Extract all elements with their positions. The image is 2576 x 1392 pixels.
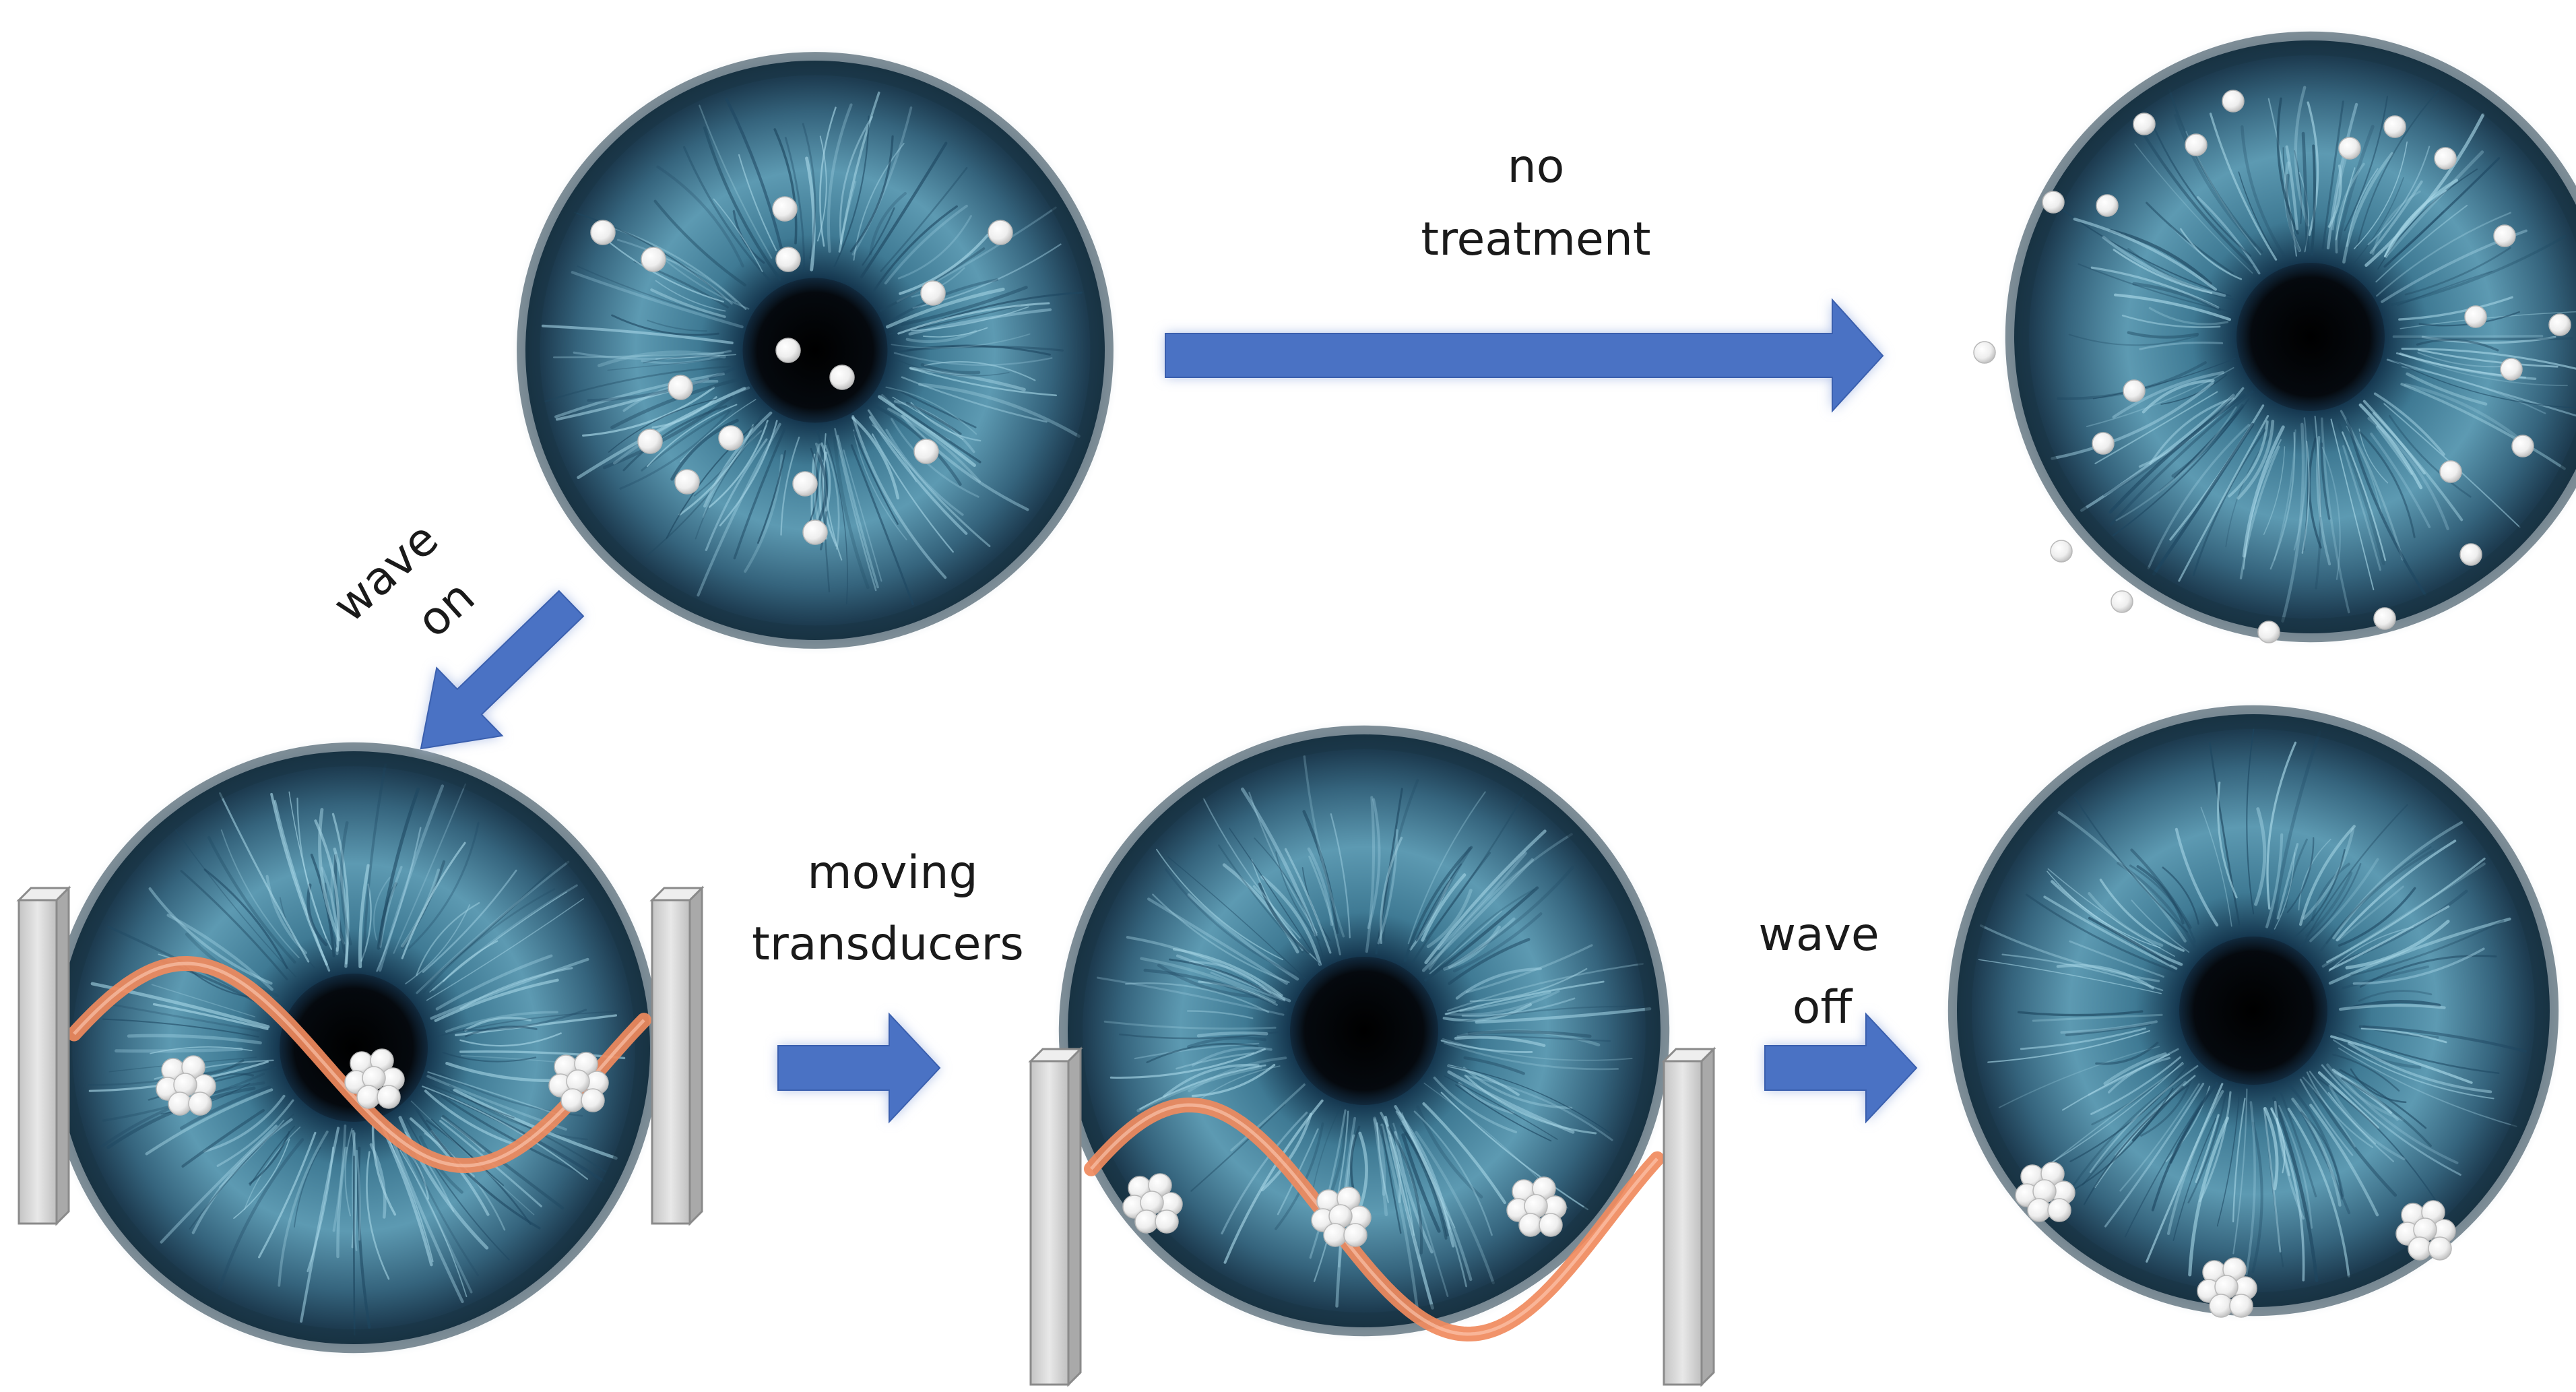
particle-icon	[2408, 1236, 2432, 1261]
particle-icon	[920, 280, 946, 306]
particle-icon	[2434, 147, 2457, 170]
particle-icon	[2511, 435, 2534, 457]
particle-icon	[2500, 358, 2523, 381]
eye-initial	[511, 46, 1120, 655]
iris-fibers	[541, 91, 1083, 606]
particle-icon	[168, 1092, 192, 1116]
particle-icon	[2439, 460, 2462, 483]
particle-icon	[2428, 1236, 2452, 1261]
label-wave-on-line2: on	[407, 570, 485, 647]
particle-icon	[792, 471, 818, 497]
eye-wave-on	[42, 736, 665, 1359]
limbal-ring	[1058, 725, 1670, 1337]
transducer-right-2	[1661, 1046, 1716, 1387]
particle-icon	[2209, 1294, 2233, 1318]
transducer-right-1	[649, 885, 705, 1226]
label-wave-off-line2: off	[1793, 981, 1854, 1034]
particle-icon	[2464, 305, 2487, 328]
iris-fibers	[2051, 86, 2576, 623]
pupil	[2179, 937, 2327, 1085]
particle-icon	[988, 220, 1013, 245]
particle-icon	[641, 247, 666, 272]
particle-icon	[1539, 1213, 1563, 1237]
label-no-treatment-line2: treatment	[1421, 213, 1650, 266]
label-wave-on: wave on	[323, 513, 485, 648]
particle-icon	[2493, 224, 2516, 247]
label-moving-line1: moving	[807, 846, 977, 899]
particle-icon	[188, 1092, 212, 1116]
particle-icon	[356, 1085, 381, 1109]
label-wave-off-line1: wave	[1758, 908, 1879, 961]
particle-icon	[2042, 191, 2065, 214]
particle-icon	[1518, 1213, 1543, 1237]
particle-icon	[637, 429, 663, 454]
particle-icon	[377, 1085, 401, 1109]
arrow-wave-off	[1764, 1012, 1918, 1124]
particle-icon	[2133, 113, 2156, 135]
particle-icon	[668, 375, 693, 400]
particle-icon	[829, 365, 855, 390]
label-no-treatment-line1: no	[1508, 140, 1565, 193]
particle-icon	[772, 196, 798, 222]
particle-icon	[718, 425, 744, 451]
arrow-no-treatment	[1165, 298, 1884, 413]
pupil	[1290, 957, 1438, 1105]
iris-fibers	[1096, 755, 1652, 1315]
arrow-wave-on	[420, 590, 585, 750]
particle-icon	[581, 1088, 605, 1112]
particle-icon	[2096, 194, 2119, 217]
particle-icon	[560, 1088, 585, 1112]
particle-icon	[674, 469, 700, 495]
pupil	[2236, 263, 2385, 411]
particle-icon	[802, 519, 828, 545]
transducer-left-1	[16, 885, 71, 1226]
particle-icon	[2050, 540, 2073, 563]
arrow-moving	[777, 1012, 941, 1124]
particle-icon	[2111, 590, 2133, 613]
particle-icon	[2229, 1294, 2253, 1318]
particle-icon	[2459, 543, 2482, 566]
particle-icon	[2257, 621, 2280, 643]
particle-icon	[913, 439, 939, 464]
particle-icon	[2373, 607, 2396, 630]
particle-icon	[590, 220, 616, 245]
particle-icon	[2185, 133, 2208, 156]
particle-icon	[2338, 137, 2361, 160]
limbal-ring	[1947, 705, 2559, 1317]
pupil	[742, 278, 888, 423]
limbal-ring	[517, 52, 1114, 649]
particle-icon	[775, 338, 801, 363]
particle-icon	[1155, 1209, 1179, 1234]
iris-fibers	[1978, 728, 2527, 1282]
particle-icon	[2222, 90, 2245, 113]
label-moving-line2: transducers	[752, 918, 1024, 971]
limbal-ring	[2005, 31, 2576, 643]
particle-icon	[2123, 379, 2146, 402]
particle-icon	[2027, 1198, 2051, 1222]
particle-icon	[775, 247, 801, 272]
particle-icon	[2548, 313, 2571, 336]
eye-no-treatment	[1999, 26, 2576, 648]
particle-icon	[2047, 1198, 2071, 1222]
eye-wave-off	[1942, 699, 2565, 1322]
particle-icon	[2383, 115, 2406, 138]
transducer-left-2	[1028, 1046, 1083, 1387]
particle-icon	[1973, 341, 1996, 364]
particle-icon	[1343, 1223, 1367, 1247]
particle-icon	[1134, 1209, 1159, 1234]
particle-icon	[1323, 1223, 1347, 1247]
particle-icon	[2092, 432, 2115, 455]
